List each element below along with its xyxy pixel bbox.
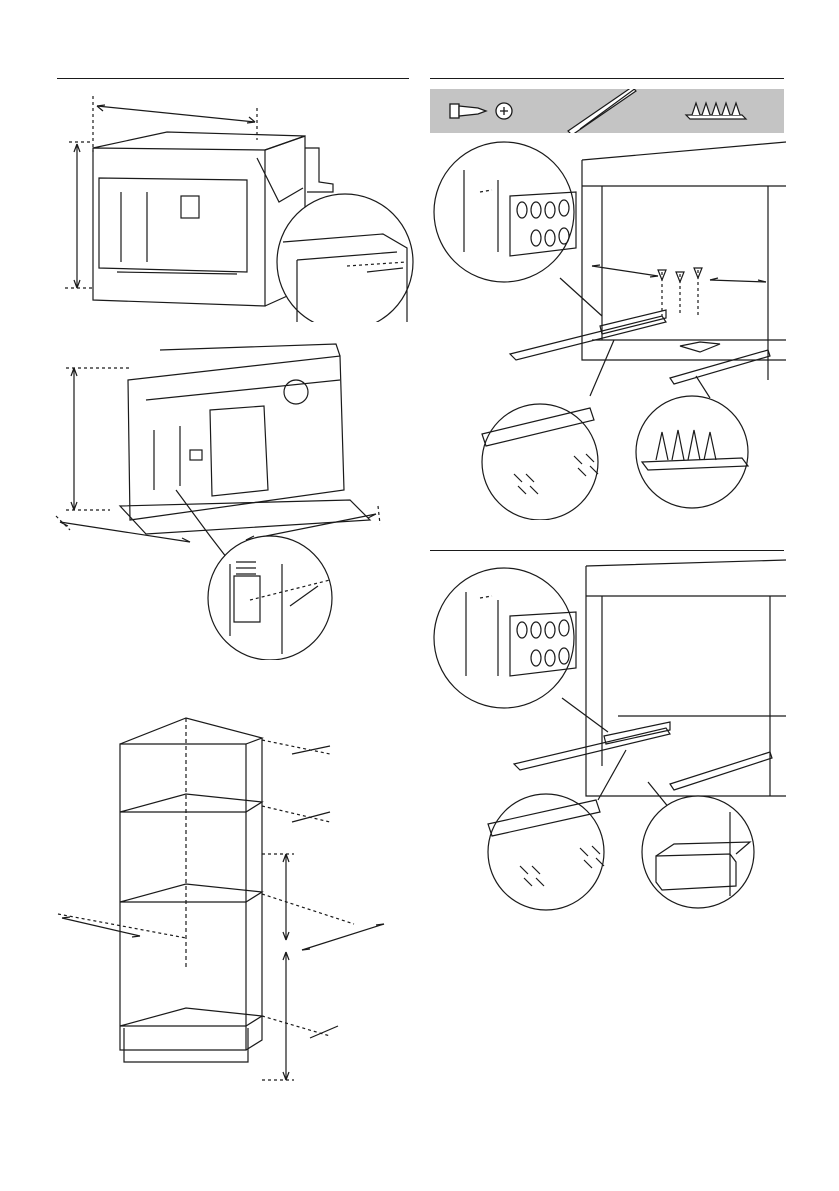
tall-cabinet [120,718,262,1062]
section-rule-left [57,78,409,79]
cabinet-dimension-lines [58,740,384,1080]
appliance-rear-dimensions-diagram [50,340,390,660]
rear-height-dimension-arrow [66,368,130,510]
clip-detail-callout [636,376,748,508]
rail-detail-callout-lower [434,568,608,732]
cable-clip-icon [686,103,746,119]
telescopic-rail-icon [568,89,640,133]
section-rule-right-top [430,78,784,79]
detail-callout-corner [257,158,413,322]
screws-detail-callout [482,340,614,520]
telescopic-rail-right-lower [670,752,772,790]
rail-detail-callout-top [434,142,602,316]
height-dimension-arrow [65,142,95,288]
width-dimension-arrow [93,96,257,152]
appliance-front-dimensions-diagram [57,92,417,322]
cabinet-niche-lower [586,560,786,796]
section-rule-right-bottom [430,550,784,551]
appliance-rear-body [120,344,370,534]
screw-icon [450,104,486,118]
rear-depth-dimension-arrows [56,506,380,542]
rail-mounting-clip-diagram [430,140,790,520]
mounting-screws [658,268,702,316]
telescopic-rail-left [510,310,666,360]
tall-cabinet-dimensions-diagram [54,710,394,1090]
screws-detail-callout-lower [488,750,626,910]
parts-bar [430,89,784,133]
telescopic-rail-left-lower [514,722,670,770]
rail-mounting-drawer-diagram [430,556,790,926]
drawer-detail-callout [642,782,754,908]
power-cable-detail-callout [176,490,332,660]
telescopic-rail-right [670,342,770,384]
phillips-head-icon [496,103,512,119]
